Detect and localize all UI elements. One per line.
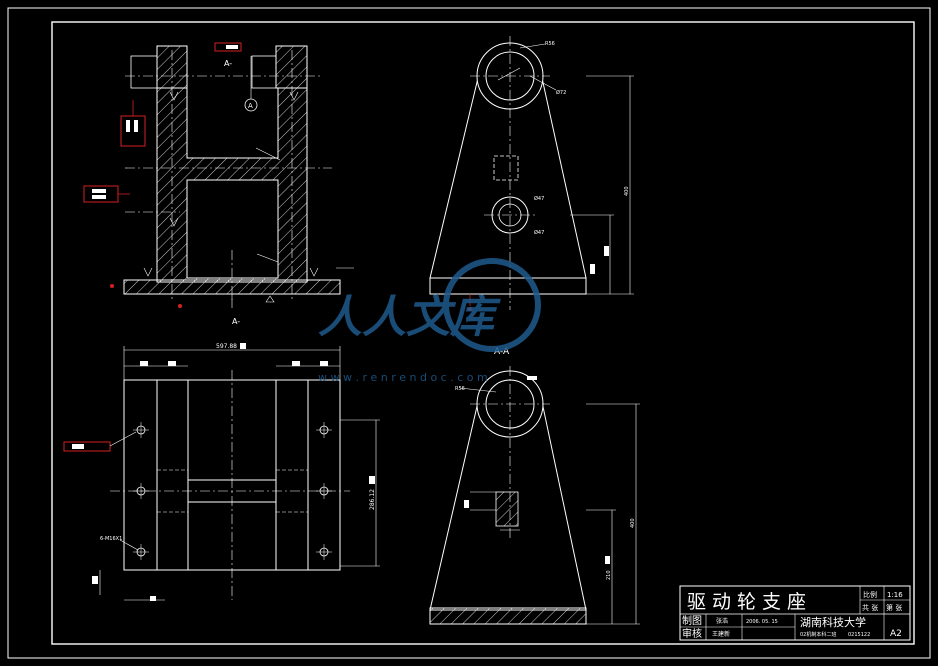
side-height-dim: 400 [624, 186, 630, 196]
checked-by: 王建新 [712, 630, 730, 638]
tolerance-frames [63, 42, 242, 452]
drawn-label: 制图 [682, 614, 702, 627]
scale-value: 1:16 [887, 591, 903, 599]
watermark-text: 人人文库 [318, 292, 501, 343]
watermark: 人人文库 w w w . r e n r e n d o c . c o m [318, 258, 541, 384]
part-name: 驱动轮支座 [687, 591, 812, 613]
date: 2006. 05. 15 [746, 619, 778, 625]
section-label-bottom: A- [232, 317, 240, 326]
dia-c: Ø47 [534, 229, 544, 236]
plan-view: 597.88 286.12 6-M16X1 [92, 343, 380, 601]
svg-text:A: A [248, 102, 253, 110]
watermark-url: w w w . r e n r e n d o c . c o m [318, 371, 488, 384]
class-info: 02机制本科二班 [800, 631, 836, 638]
section-label-top: A- [224, 59, 232, 68]
overall-width-dim: 597.88 [216, 343, 237, 350]
student-id: 0215122 [848, 632, 870, 638]
side-view-bottom: R56 400 210 [429, 366, 640, 625]
side-section-label: A-A [494, 347, 510, 357]
outer-border [7, 7, 931, 659]
checked-label: 审核 [682, 627, 702, 640]
radius-small: R56 [455, 386, 465, 392]
hole-callout: 6-M16X1 [100, 536, 122, 542]
side-height-dim-2: 400 [630, 518, 636, 528]
title-block: 驱动轮支座 比例 1:16 共 张 第 张 制图 审核 张浩 王建新 2006.… [679, 585, 911, 641]
drawn-by: 张浩 [716, 617, 728, 625]
front-section-view: A A- A- [110, 45, 354, 326]
radius-top: R56 [545, 41, 555, 47]
sheet-label: 第 张 [886, 603, 902, 612]
inner-border [51, 21, 915, 645]
school: 湖南科技大学 [800, 615, 866, 629]
vertical-dim-plan: 286.12 [369, 489, 376, 510]
sheet-size: A2 [890, 629, 902, 639]
dia-a: Ø72 [556, 89, 566, 96]
side-view-top: Ø72 Ø47 Ø47 R56 400 A-A [429, 36, 634, 357]
scale-label: 比例 [863, 590, 877, 599]
dia-b: Ø47 [534, 195, 544, 202]
sheet-total-label: 共 张 [862, 603, 878, 612]
side-lower-dim: 210 [606, 570, 612, 580]
